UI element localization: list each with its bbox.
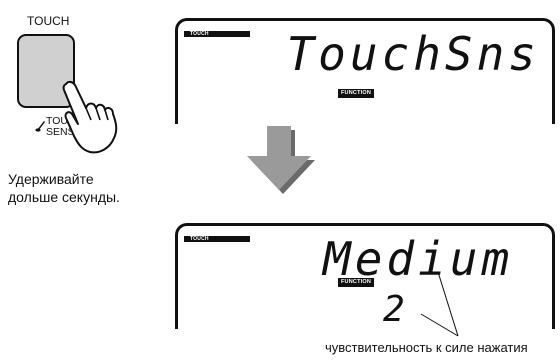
- callout-label: чувствительность к силе нажатия: [325, 340, 528, 355]
